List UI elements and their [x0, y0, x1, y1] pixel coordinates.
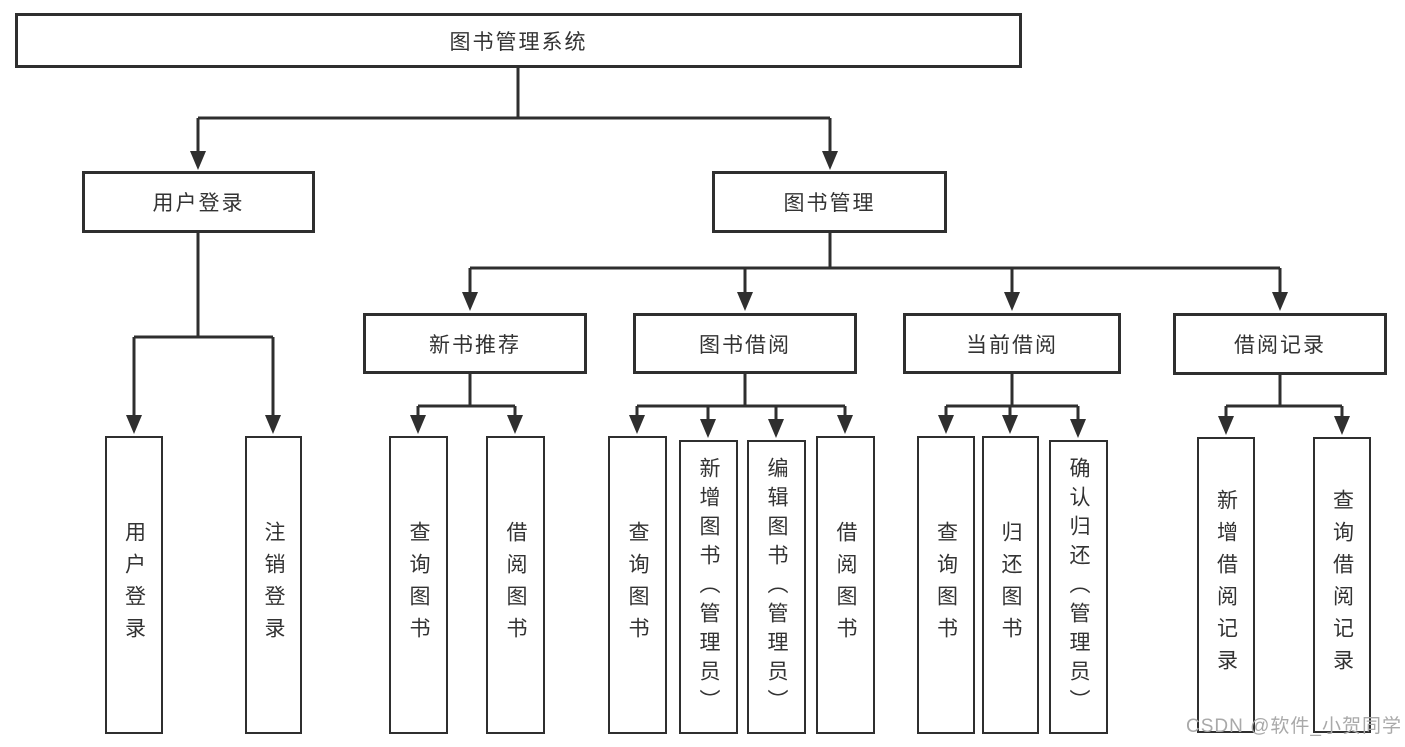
- leaf-label: 新增借阅记录: [1214, 489, 1238, 681]
- leaf-add-book-admin: 新增图书（管理员）: [679, 440, 738, 734]
- node-current-borrowing: 当前借阅: [903, 313, 1121, 374]
- leaf-label: 用户登录: [122, 521, 146, 649]
- leaf-query-borrow-record: 查询借阅记录: [1313, 437, 1371, 733]
- leaf-label: 注销登录: [262, 521, 286, 649]
- node-label: 用户登录: [152, 192, 245, 215]
- node-label: 借阅记录: [1234, 334, 1326, 357]
- leaf-query-books-2: 查询图书: [608, 436, 667, 734]
- leaf-label: 查询图书: [626, 521, 650, 649]
- node-label: 新书推荐: [429, 333, 521, 357]
- leaf-label: 确认归还（管理员）: [1067, 456, 1091, 718]
- node-label: 图书借阅: [699, 333, 791, 357]
- leaf-label: 借阅图书: [504, 521, 528, 649]
- node-book-management: 图书管理: [712, 171, 947, 233]
- leaf-borrow-books-2: 借阅图书: [816, 436, 875, 734]
- node-label: 图书管理系统: [449, 30, 588, 54]
- leaf-borrow-books: 借阅图书: [486, 436, 545, 734]
- node-label: 图书管理: [783, 192, 876, 215]
- node-new-book-recommendation: 新书推荐: [363, 313, 587, 374]
- leaf-label: 归还图书: [999, 521, 1023, 649]
- leaf-confirm-return-admin: 确认归还（管理员）: [1049, 440, 1108, 734]
- leaf-label: 编辑图书（管理员）: [765, 456, 789, 718]
- leaf-label: 新增图书（管理员）: [697, 456, 721, 718]
- leaf-label: 查询图书: [934, 521, 958, 649]
- node-user-login: 用户登录: [82, 171, 315, 233]
- leaf-add-borrow-record: 新增借阅记录: [1197, 437, 1255, 733]
- node-borrowing-records: 借阅记录: [1173, 313, 1387, 375]
- node-library-management-system: 图书管理系统: [15, 13, 1022, 68]
- leaf-edit-book-admin: 编辑图书（管理员）: [747, 440, 806, 734]
- leaf-query-books: 查询图书: [389, 436, 448, 734]
- leaf-query-books-3: 查询图书: [917, 436, 975, 734]
- leaf-user-login: 用户登录: [105, 436, 163, 734]
- leaf-return-books: 归还图书: [982, 436, 1039, 734]
- leaf-logout: 注销登录: [245, 436, 302, 734]
- leaf-label: 查询借阅记录: [1330, 489, 1354, 681]
- leaf-label: 借阅图书: [834, 521, 858, 649]
- arrowheads: [126, 151, 1350, 438]
- node-label: 当前借阅: [966, 333, 1058, 357]
- leaf-label: 查询图书: [407, 521, 431, 649]
- watermark: CSDN @软件_小贺同学: [1186, 716, 1402, 737]
- node-book-borrowing: 图书借阅: [633, 313, 857, 374]
